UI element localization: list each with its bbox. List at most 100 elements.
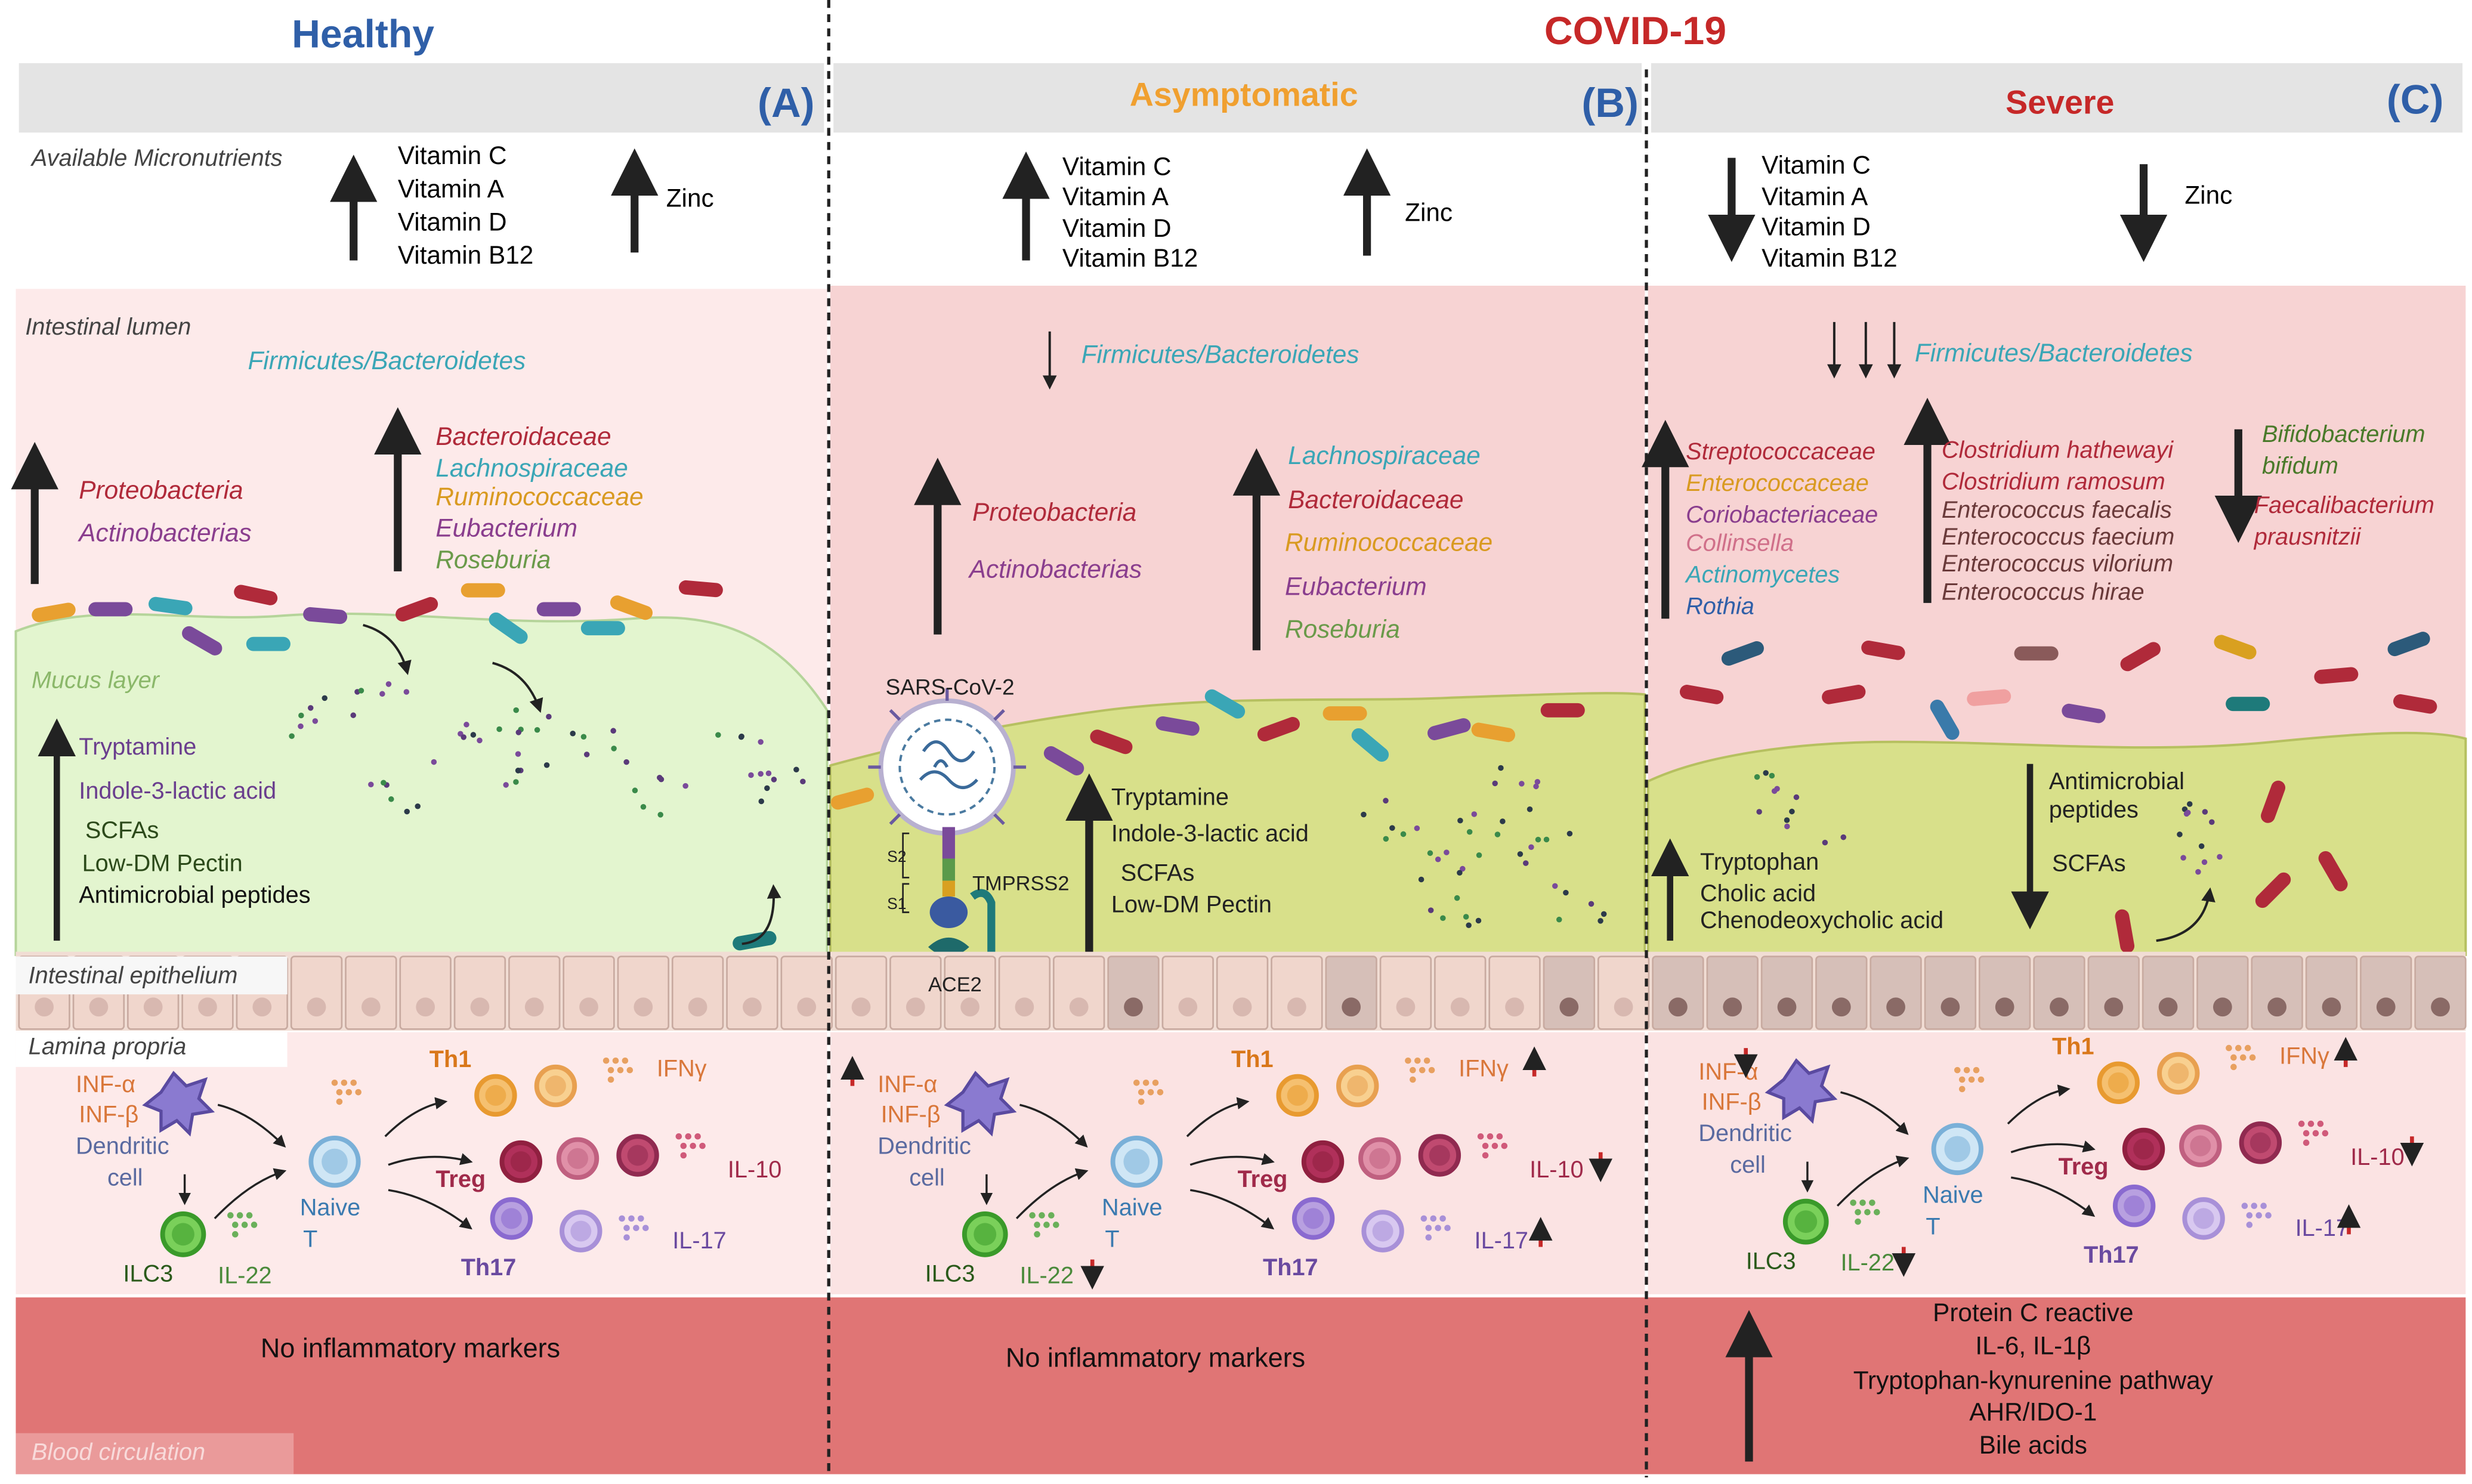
bacterium xyxy=(1155,716,1200,736)
immune-label: INF-α xyxy=(1698,1059,1758,1085)
bacterium xyxy=(580,621,625,636)
taxon-label: Ruminococcaceae xyxy=(435,483,643,511)
taxon-label: Lachnospiraceae xyxy=(435,454,628,482)
metabolite-dot xyxy=(1523,860,1529,866)
blood-marker: Protein C reactive xyxy=(1933,1298,2133,1327)
metabolite-dot xyxy=(640,804,647,810)
metabolite-dot xyxy=(385,681,392,687)
bacterium xyxy=(830,787,875,810)
metabolite-dot xyxy=(658,776,665,783)
immune-label: IL-22 xyxy=(1840,1250,1894,1276)
metabolite-dot xyxy=(1774,786,1780,792)
metabolite-dot xyxy=(403,689,410,695)
metabolite-dot xyxy=(1400,831,1407,837)
severe-title: Severe xyxy=(2006,84,2114,121)
metabolite-dot xyxy=(534,726,540,733)
taxon-label: Proteobacteria xyxy=(79,476,243,504)
bacterium xyxy=(2062,703,2106,724)
cell-nucleus xyxy=(743,997,762,1017)
vitamin-label: Vitamin C xyxy=(1762,151,1871,179)
epithelial-cell xyxy=(453,956,506,1030)
metabolite-dot xyxy=(2186,801,2193,807)
lamina-healthy xyxy=(16,1032,827,1294)
immune-label: ILC3 xyxy=(123,1261,173,1287)
epithelial-cell xyxy=(1870,956,1922,1030)
bacterium xyxy=(1257,717,1300,742)
epithelial-cell xyxy=(1325,956,1377,1030)
metabolite-dot xyxy=(1784,817,1790,823)
cell-nucleus xyxy=(797,997,817,1017)
zinc-label: Zinc xyxy=(2184,181,2232,209)
taxon-label: Roseburia xyxy=(1285,615,1400,643)
metabolite-dot xyxy=(1789,808,1795,815)
cell-nucleus xyxy=(143,997,163,1017)
bacterium xyxy=(1540,703,1585,718)
metabolite-dot xyxy=(1476,852,1482,858)
metabolite-dot xyxy=(312,718,319,724)
cell-nucleus xyxy=(1940,997,1960,1017)
metabolite-dot xyxy=(800,778,806,784)
epithelial-cell xyxy=(671,956,724,1030)
epithelial-cell xyxy=(1924,956,1977,1030)
metabolite-dot xyxy=(1556,916,1562,923)
epithelial-cell xyxy=(2142,956,2195,1030)
immune-label: Dendritic xyxy=(877,1133,971,1159)
epithelial-cell xyxy=(1216,956,1269,1030)
metabolite-dot xyxy=(322,695,328,701)
metabolite-dot xyxy=(1534,778,1541,785)
metabolite-dot xyxy=(1527,806,1533,812)
metabolite-dot xyxy=(1588,901,1595,907)
bacterium xyxy=(461,583,505,598)
tmprss2-label: TMPRSS2 xyxy=(972,872,1069,895)
metabolite-dot xyxy=(682,783,688,789)
immune-label: Th17 xyxy=(2084,1242,2139,1268)
cell-nucleus xyxy=(198,997,217,1017)
bacterium xyxy=(2014,646,2059,661)
bacterium xyxy=(88,602,133,617)
cell-nucleus xyxy=(1668,997,1688,1017)
bacterium xyxy=(2387,632,2430,657)
metabolite-dot xyxy=(1440,915,1446,922)
epithelial-cell xyxy=(1652,956,1704,1030)
immune-label: IL-10 xyxy=(2350,1144,2404,1170)
metabolite-dot xyxy=(2209,819,2215,826)
taxon-label: Streptococcaceae xyxy=(1686,438,1875,465)
immune-label: Treg xyxy=(435,1166,486,1192)
immune-label: INF-β xyxy=(79,1101,138,1127)
immune-label: Naive xyxy=(1102,1195,1162,1221)
epithelium-label: Intestinal epithelium xyxy=(29,963,238,989)
epithelial-cell xyxy=(780,956,833,1030)
metabolite-dot xyxy=(610,728,616,734)
metabolite-dot xyxy=(1383,797,1389,804)
metabolite-dot xyxy=(298,723,304,729)
virus-label: SARS-CoV-2 xyxy=(886,674,1015,699)
metabolite-dot xyxy=(2198,843,2205,849)
metabolite-dot xyxy=(632,787,638,793)
metabolite-dot xyxy=(2195,869,2201,875)
bacterium xyxy=(489,612,528,644)
metabolite-dot xyxy=(513,779,519,785)
cell-nucleus xyxy=(1178,997,1198,1017)
epithelial-cell xyxy=(1815,956,1868,1030)
header-band-c xyxy=(1651,63,2463,133)
metabolite-dot xyxy=(2185,809,2191,816)
immune-label: Th17 xyxy=(1263,1254,1318,1281)
metabolite-dot xyxy=(2217,854,2223,860)
metabolite-dot xyxy=(461,734,466,740)
healthy-ratio: Firmicutes/Bacteroidetes xyxy=(248,347,526,375)
metabolite-dot xyxy=(580,734,587,740)
taxon-label: Clostridium ramosum xyxy=(1942,468,2165,494)
metabolite-dot xyxy=(470,732,477,738)
cell-nucleus xyxy=(1069,997,1089,1017)
taxon-label: Enterococcaceae xyxy=(1686,470,1869,496)
immune-label: IL-10 xyxy=(1529,1157,1583,1183)
metabolite-dot xyxy=(1500,818,1506,824)
immune-label: IFNγ xyxy=(2279,1043,2329,1069)
metabolite-dot xyxy=(1418,876,1425,883)
immune-label: IL-17 xyxy=(1475,1228,1528,1254)
metabolite-dot xyxy=(546,713,552,720)
metabolite-label: Cholic acid xyxy=(1700,880,1816,907)
metabolite-dot xyxy=(1383,836,1389,842)
metabolite-dot xyxy=(765,770,772,777)
